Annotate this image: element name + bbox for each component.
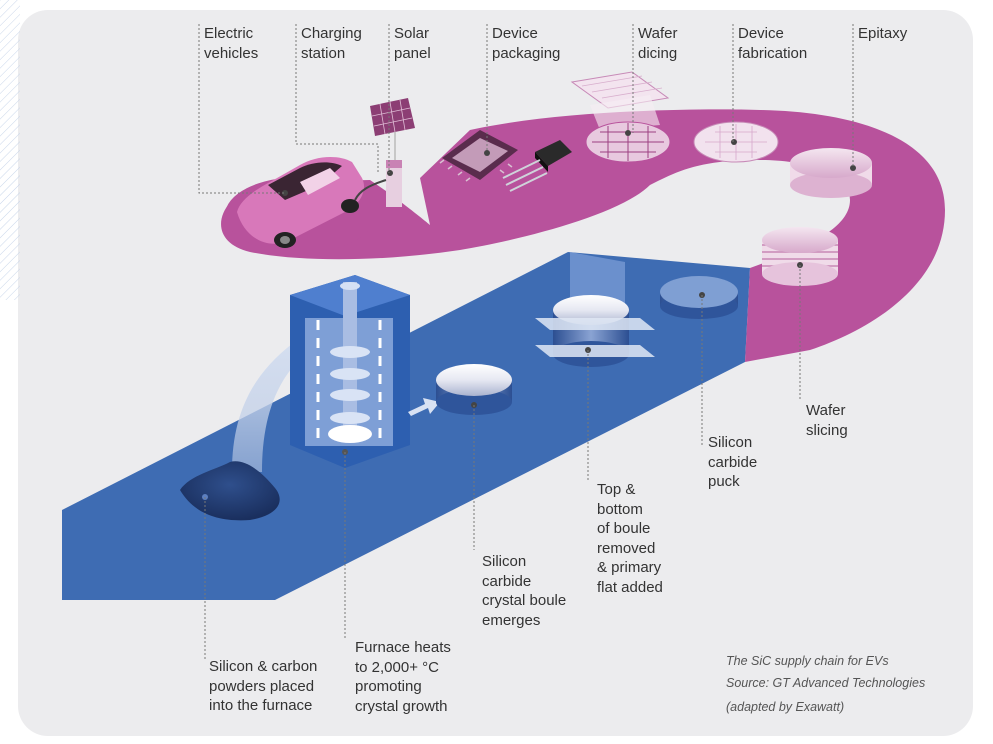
label-epitaxy: Epitaxy <box>858 25 908 42</box>
label-device-packaging: Device packaging <box>492 25 561 62</box>
leader-lines <box>198 24 854 660</box>
label-furnace-heats: Furnace heats to 2,000+ °C promoting cry… <box>355 639 451 715</box>
label-wafer-dicing: Wafer dicing <box>638 25 678 62</box>
discrete-transistor <box>502 140 572 192</box>
label-electric-vehicles: Electric vehicles <box>204 25 259 62</box>
label-wafer-slicing: Wafer slicing <box>806 402 848 439</box>
sic-crystal-boule <box>436 364 512 415</box>
charging-station <box>354 160 402 207</box>
wafer-stack <box>762 227 838 286</box>
wafer-dicing <box>570 71 671 163</box>
caption-title: The SiC supply chain for EVs <box>726 654 889 668</box>
caption-source: Source: GT Advanced Technologies <box>726 676 926 690</box>
solar-panel <box>370 98 415 160</box>
sic-puck <box>660 276 738 319</box>
caption-adapted: (adapted by Exawatt) <box>726 700 845 714</box>
electric-vehicle <box>237 156 365 248</box>
label-boule-trim: Top & bottom of boule removed & primary … <box>597 481 663 596</box>
label-charging-station: Charging station <box>301 25 362 62</box>
label-sic-puck: Silicon carbide puck <box>708 434 758 490</box>
packaged-chip <box>439 130 518 182</box>
device-fabrication-wafer <box>693 121 779 163</box>
trimmed-boule <box>535 252 655 367</box>
furnace-to-boule-arrow <box>408 398 440 416</box>
label-device-fabrication: Device fabrication <box>738 25 808 62</box>
label-solar-panel: Solar panel <box>394 25 431 62</box>
label-boule-emerges: Silicon carbide crystal boule emerges <box>482 553 567 629</box>
edge-hatch-decoration <box>0 0 20 300</box>
epitaxy-wafer <box>790 148 872 198</box>
magenta-process-path <box>221 109 945 362</box>
label-powders: Silicon & carbon powders placed into the… <box>209 658 318 714</box>
crystal-growth-furnace <box>290 275 410 468</box>
